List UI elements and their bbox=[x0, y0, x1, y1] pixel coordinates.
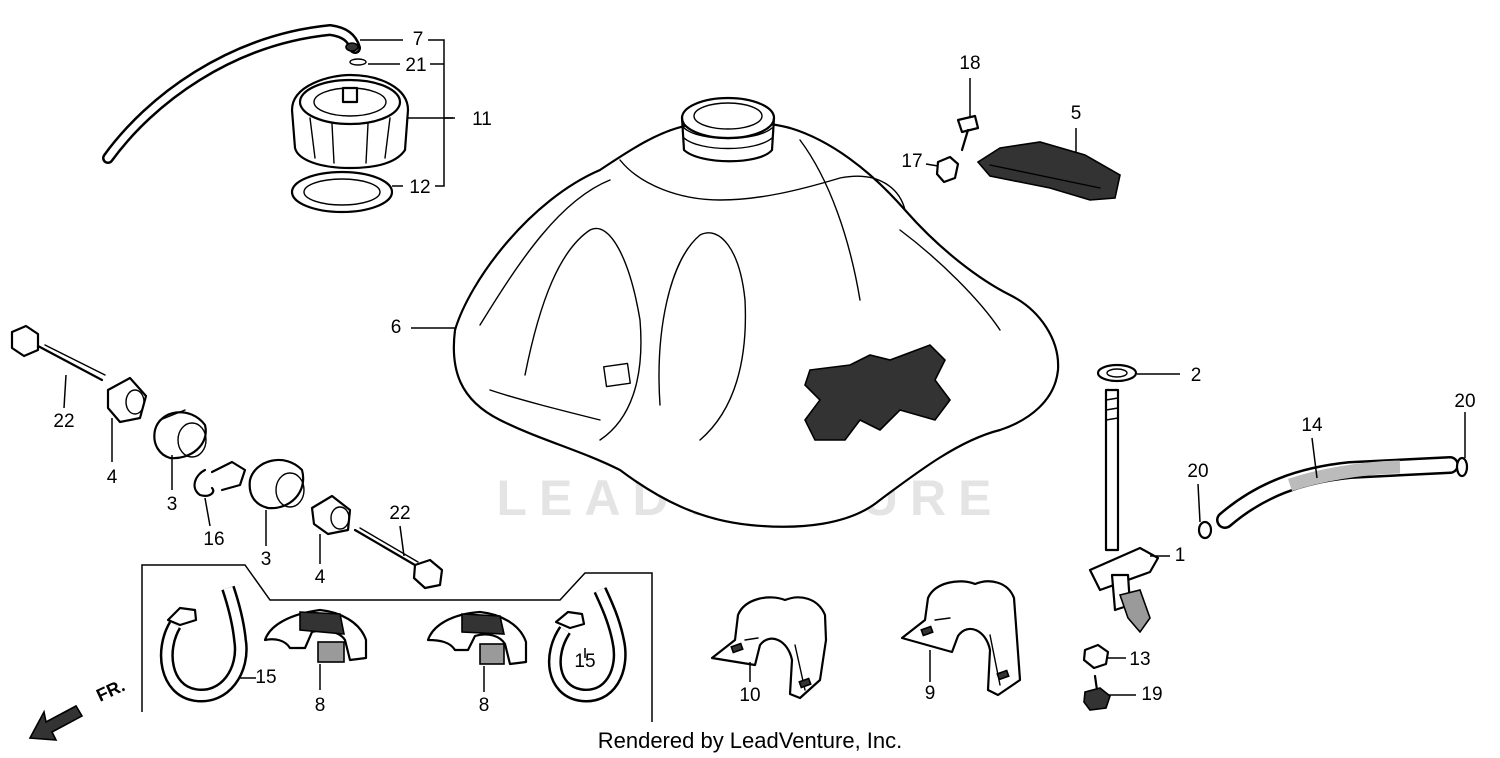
cap-gasket bbox=[290, 170, 394, 214]
callout-20-right: 20 bbox=[1454, 391, 1475, 412]
callout-15-right: 15 bbox=[574, 651, 595, 672]
band-holder-right bbox=[426, 610, 528, 666]
callout-14: 14 bbox=[1301, 415, 1323, 436]
screw-19 bbox=[1083, 674, 1111, 711]
group-bracket bbox=[141, 564, 653, 722]
callout-12: 12 bbox=[409, 177, 430, 198]
hook bbox=[193, 460, 247, 497]
hose-clip-right bbox=[1455, 456, 1469, 478]
nut-17 bbox=[935, 155, 960, 184]
callout-20-left: 20 bbox=[1187, 461, 1208, 482]
band-left bbox=[159, 585, 248, 703]
callout-6: 6 bbox=[391, 317, 402, 338]
callout-8-left: 8 bbox=[315, 695, 326, 716]
callout-5: 5 bbox=[1071, 103, 1082, 124]
cushion-left bbox=[153, 409, 207, 460]
callout-21: 21 bbox=[405, 55, 426, 76]
callout-22-left: 22 bbox=[53, 411, 74, 432]
callout-9: 9 bbox=[925, 683, 936, 704]
callout-16: 16 bbox=[203, 529, 224, 550]
callout-19: 19 bbox=[1141, 684, 1162, 705]
washer bbox=[1096, 363, 1138, 383]
front-direction-arrow: FR. bbox=[28, 675, 128, 741]
clip bbox=[349, 58, 367, 66]
bracket-9 bbox=[900, 580, 1022, 697]
callout-11: 11 bbox=[472, 109, 492, 130]
callout-4-right: 4 bbox=[315, 567, 326, 588]
mount-bolt-right bbox=[353, 527, 444, 590]
band-right bbox=[547, 587, 627, 703]
collar-left bbox=[106, 376, 148, 424]
heat-guard bbox=[976, 141, 1121, 201]
callout-7: 7 bbox=[413, 29, 424, 50]
callout-15-left: 15 bbox=[255, 667, 276, 688]
nut-13 bbox=[1082, 643, 1110, 670]
fuel-cap bbox=[290, 73, 410, 170]
callout-1: 1 bbox=[1175, 545, 1186, 566]
callout-3-right: 3 bbox=[261, 549, 272, 570]
callout-8-right: 8 bbox=[479, 695, 490, 716]
callout-17: 17 bbox=[901, 151, 922, 172]
callout-22-right: 22 bbox=[389, 503, 410, 524]
fuel-valve bbox=[1088, 388, 1160, 634]
band-holder-left bbox=[263, 608, 368, 663]
callout-4-left: 4 bbox=[107, 467, 118, 488]
hose-clip-left bbox=[1197, 520, 1213, 540]
callout-10: 10 bbox=[739, 685, 760, 706]
callout-2: 2 bbox=[1191, 365, 1202, 386]
bracket-10 bbox=[710, 596, 828, 700]
fuel-hose bbox=[1216, 456, 1459, 529]
callout-13: 13 bbox=[1129, 649, 1150, 670]
footer-credit: Rendered by LeadVenture, Inc. bbox=[598, 728, 903, 753]
collar-right bbox=[310, 494, 352, 536]
bolt-18 bbox=[956, 114, 980, 152]
front-label: FR. bbox=[93, 675, 128, 705]
callout-3-left: 3 bbox=[167, 494, 178, 515]
leader-lines bbox=[63, 39, 1466, 696]
callouts: 7 21 11 12 18 5 17 6 2 20 14 20 1 22 4 3… bbox=[53, 29, 1475, 716]
breather-tube bbox=[102, 23, 361, 164]
fuel-tank bbox=[452, 96, 1060, 528]
mount-bolt-left bbox=[10, 324, 106, 382]
callout-18: 18 bbox=[959, 53, 980, 74]
cushion-right bbox=[248, 459, 305, 510]
